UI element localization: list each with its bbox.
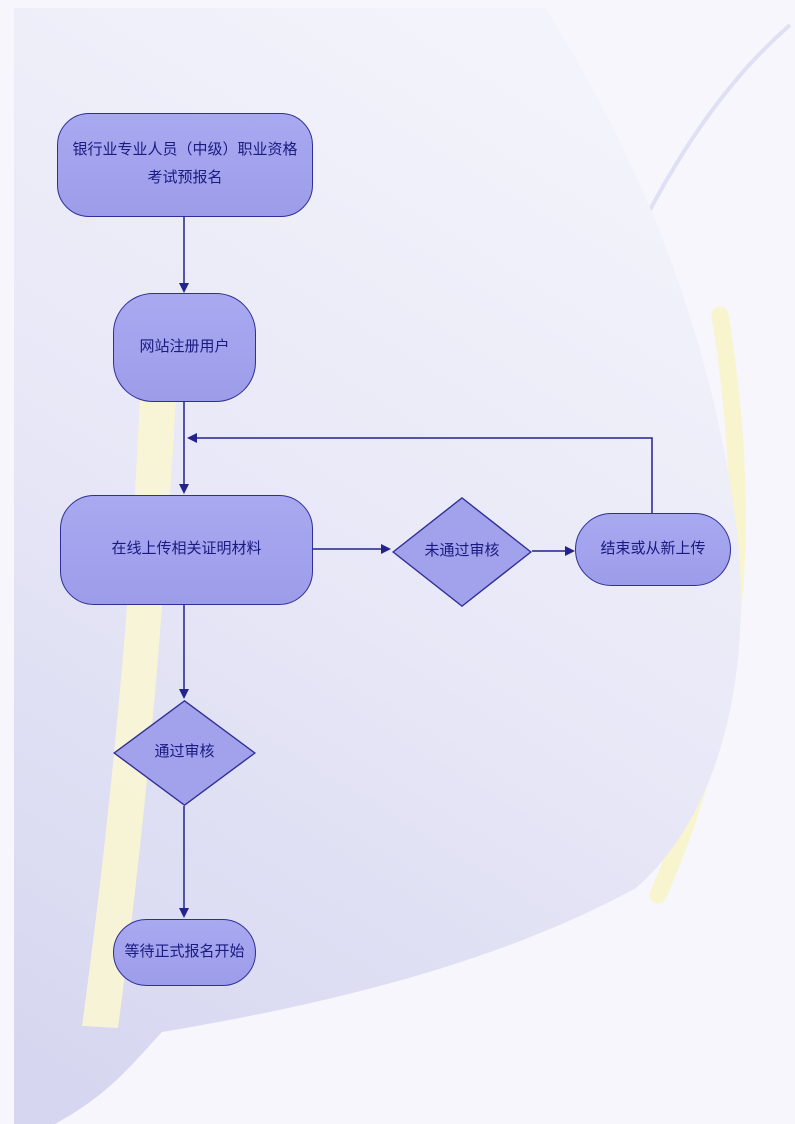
node-upload-materials-label: 在线上传相关证明材料	[111, 541, 262, 558]
node-review-failed-label: 未通过审核	[424, 543, 500, 560]
node-review-passed: 通过审核	[113, 700, 256, 806]
arrowhead	[565, 546, 575, 556]
diamond-shape	[392, 497, 532, 607]
node-pre-register-label: 银行业专业人员（中级）职业资格 考试预报名	[72, 142, 298, 186]
connector-feedback-loop	[197, 437, 653, 513]
diamond-shape	[113, 700, 256, 806]
node-review-failed: 未通过审核	[392, 497, 532, 607]
arrowhead	[179, 689, 189, 699]
node-pre-register: 银行业专业人员（中级）职业资格 考试预报名	[57, 113, 313, 217]
node-register-user: 网站注册用户	[113, 293, 256, 402]
leaf-shape	[14, 8, 741, 1124]
node-wait-official-start-label: 等待正式报名开始	[124, 943, 245, 960]
node-end-or-reupload: 结束或从新上传	[575, 513, 731, 586]
node-register-user-label: 网站注册用户	[139, 338, 230, 355]
node-review-passed-label: 通过审核	[154, 744, 215, 761]
arrowhead	[187, 433, 197, 443]
arrowhead	[179, 908, 189, 918]
arrowhead	[381, 544, 391, 554]
arrowhead	[179, 484, 189, 494]
arrowhead	[179, 283, 189, 293]
node-upload-materials: 在线上传相关证明材料	[60, 495, 313, 605]
node-end-or-reupload-label: 结束或从新上传	[600, 540, 706, 557]
node-wait-official-start: 等待正式报名开始	[113, 919, 256, 986]
